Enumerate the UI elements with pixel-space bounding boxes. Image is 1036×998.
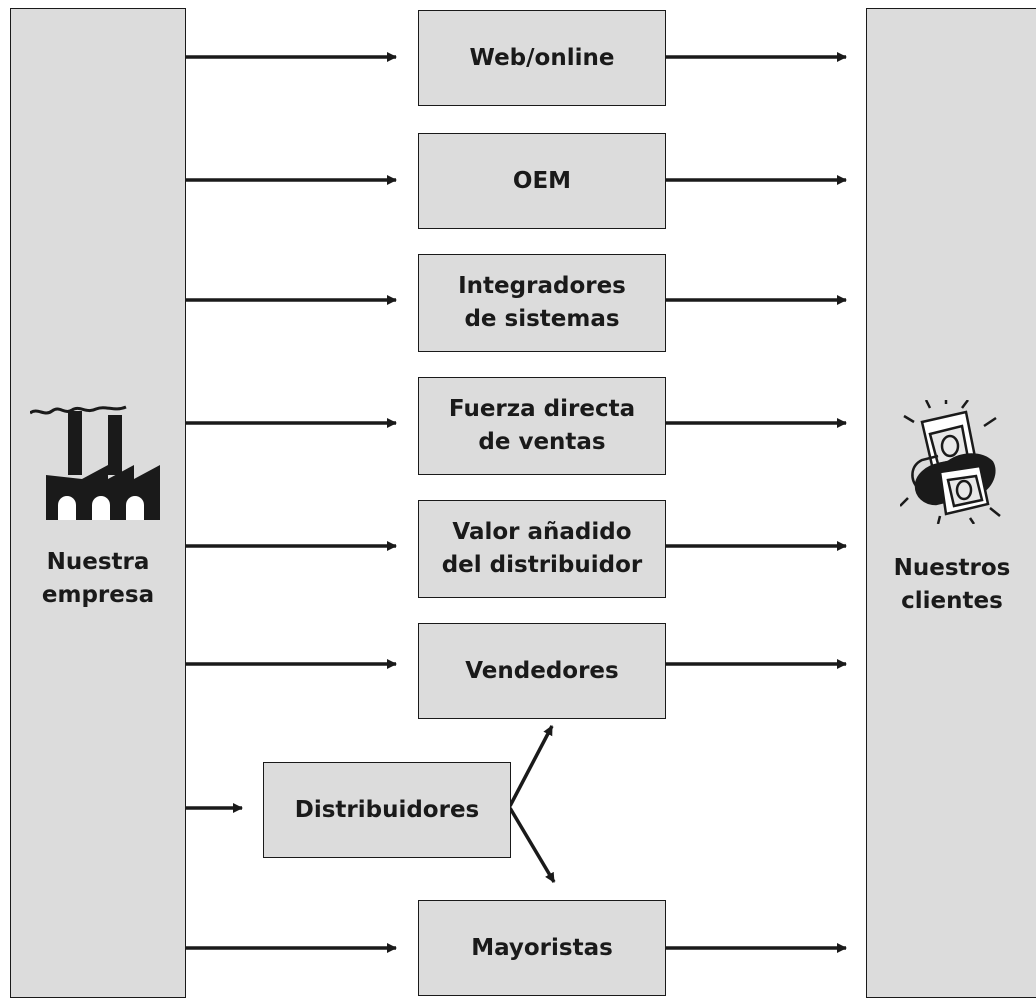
channel-box-oem: OEM	[418, 133, 666, 229]
arrow-distribuidores-to-mayoristas	[508, 807, 556, 883]
channel-box-vendedores: Vendedores	[418, 623, 666, 719]
factory-icon	[30, 405, 160, 520]
money-hand-icon	[900, 400, 1001, 524]
channel-box-integradores: Integradores de sistemas	[418, 254, 666, 352]
channel-box-web-online: Web/online	[418, 10, 666, 106]
left-panel-label: Nuestra empresa	[41, 549, 155, 608]
channel-box-distribuidores: Distribuidores	[263, 762, 511, 858]
channel-box-mayoristas: Mayoristas	[418, 900, 666, 996]
channel-box-fuerza-ventas: Fuerza directa de ventas	[418, 377, 666, 475]
right-panel-label: Nuestros clientes	[893, 555, 1011, 614]
channel-box-valor-anadido: Valor añadido del distribuidor	[418, 500, 666, 598]
arrow-distribuidores-to-vendedores	[508, 725, 554, 807]
